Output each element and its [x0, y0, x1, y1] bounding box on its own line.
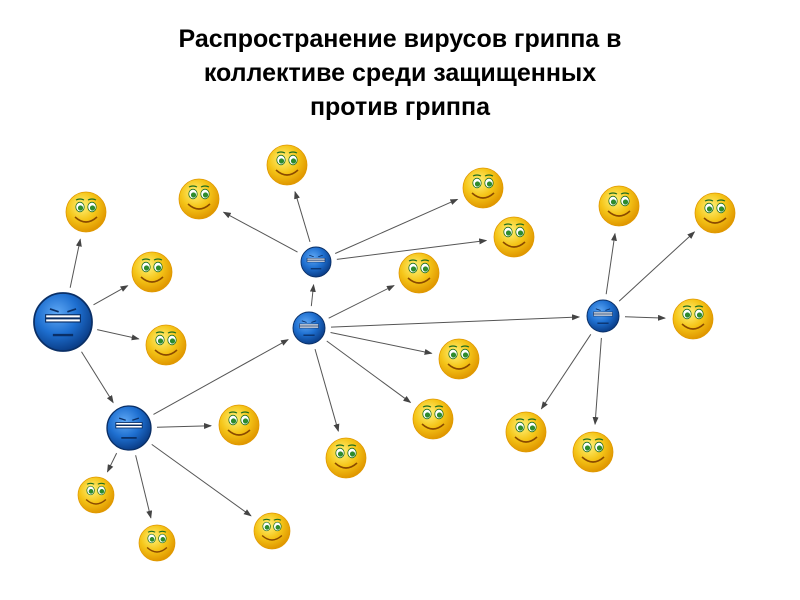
arrows	[69, 190, 696, 519]
healthy-smiley-icon	[438, 338, 480, 380]
spread-arrow	[135, 455, 153, 519]
spread-arrow	[330, 331, 433, 355]
healthy-smiley-icon	[178, 178, 220, 220]
spread-arrow	[334, 198, 459, 254]
infected-face-icon	[292, 311, 326, 345]
spread-arrow	[81, 351, 114, 404]
spread-arrow	[69, 238, 82, 288]
healthy-smiley-icon	[572, 431, 614, 473]
healthy-smiley-icon	[598, 185, 640, 227]
infected-face-icon	[106, 405, 152, 451]
spread-arrow	[93, 285, 129, 306]
spread-arrow	[326, 340, 412, 404]
spread-arrow	[328, 285, 395, 319]
healthy-smiley-icon	[462, 167, 504, 209]
healthy-smiley-icon	[412, 398, 454, 440]
infected-face-icon	[300, 246, 332, 278]
healthy-smiley-icon	[253, 512, 291, 550]
healthy-smiley-icon	[398, 252, 440, 294]
healthy-smiley-icon	[138, 524, 176, 562]
title-line-3: против гриппа	[309, 93, 491, 121]
title-line-2: коллективе среди защищенных	[203, 59, 597, 87]
spread-arrow	[592, 337, 602, 426]
spread-arrow	[107, 452, 118, 473]
spread-arrow	[151, 443, 252, 517]
spread-arrow	[294, 190, 311, 243]
healthy-smiley-icon	[505, 411, 547, 453]
healthy-smiley-icon	[694, 192, 736, 234]
spread-arrow	[540, 334, 592, 410]
people	[33, 144, 736, 562]
diagram-title: Распространение вирусов гриппа в коллект…	[0, 22, 800, 124]
spread-arrow	[222, 211, 298, 253]
spread-arrow	[618, 231, 696, 302]
title-line-1: Распространение вирусов гриппа в	[178, 25, 622, 53]
spread-arrow	[156, 422, 213, 429]
healthy-smiley-icon	[266, 144, 308, 186]
spread-arrow	[309, 283, 316, 307]
healthy-smiley-icon	[131, 251, 173, 293]
healthy-smiley-icon	[493, 216, 535, 258]
spread-arrow	[153, 339, 289, 415]
healthy-smiley-icon	[218, 404, 260, 446]
healthy-smiley-icon	[77, 476, 115, 514]
healthy-smiley-icon	[65, 191, 107, 233]
spread-arrow	[605, 232, 617, 295]
healthy-smiley-icon	[325, 437, 367, 479]
spread-arrow	[330, 314, 581, 328]
spread-arrow	[314, 349, 340, 433]
healthy-smiley-icon	[145, 324, 187, 366]
infected-face-icon	[586, 299, 620, 333]
spread-arrow	[624, 314, 667, 321]
spread-arrow	[97, 329, 140, 341]
infected-face-icon	[33, 292, 93, 352]
healthy-smiley-icon	[672, 298, 714, 340]
spread-arrow	[336, 238, 488, 260]
